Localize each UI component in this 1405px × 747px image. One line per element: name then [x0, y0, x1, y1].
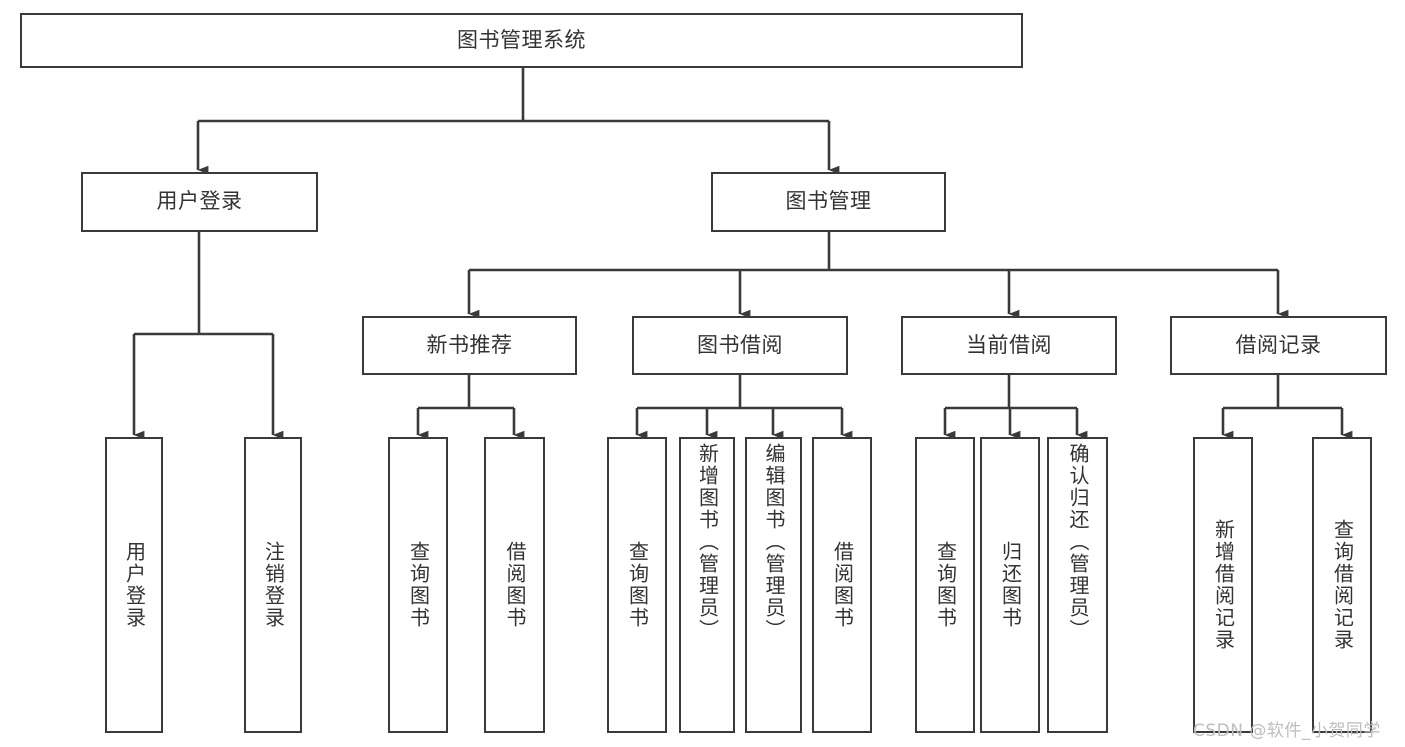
node-book-borrow[interactable]: 图书借阅: [632, 316, 848, 375]
node-leaf-borrow-book-2-label: 借阅图书: [830, 541, 855, 629]
node-book-manage[interactable]: 图书管理: [711, 172, 946, 232]
node-root[interactable]: 图书管理系统: [20, 13, 1023, 68]
node-book-borrow-label: 图书借阅: [697, 332, 783, 357]
node-leaf-user-login-label: 用户登录: [122, 541, 147, 629]
node-borrow-record-label: 借阅记录: [1235, 332, 1322, 357]
node-leaf-query-book-1-label: 查询图书: [406, 541, 431, 629]
node-leaf-return-book-label: 归还图书: [998, 541, 1023, 629]
node-leaf-confirm-return[interactable]: 确认归还（管理员）: [1047, 437, 1108, 733]
node-user-login[interactable]: 用户登录: [81, 172, 318, 232]
node-borrow-record[interactable]: 借阅记录: [1170, 316, 1387, 375]
node-leaf-add-record[interactable]: 新增借阅记录: [1193, 437, 1253, 733]
node-leaf-query-record-label: 查询借阅记录: [1330, 519, 1355, 651]
node-leaf-confirm-return-label: 确认归还（管理员）: [1066, 443, 1090, 641]
node-leaf-add-record-label: 新增借阅记录: [1211, 519, 1236, 651]
node-current-borrow[interactable]: 当前借阅: [901, 316, 1117, 375]
node-leaf-add-book-label: 新增图书（管理员）: [695, 443, 720, 641]
node-leaf-edit-book[interactable]: 编辑图书（管理员）: [745, 437, 802, 733]
node-leaf-user-login[interactable]: 用户登录: [105, 437, 163, 733]
watermark-text: CSDN @软件_小贺同学: [1193, 721, 1381, 741]
node-leaf-add-book[interactable]: 新增图书（管理员）: [679, 437, 735, 733]
node-leaf-logout-label: 注销登录: [261, 541, 286, 629]
node-leaf-borrow-book-1[interactable]: 借阅图书: [484, 437, 545, 733]
node-leaf-edit-book-label: 编辑图书（管理员）: [762, 443, 786, 641]
node-leaf-query-book-2[interactable]: 查询图书: [607, 437, 667, 733]
node-leaf-query-record[interactable]: 查询借阅记录: [1312, 437, 1372, 733]
node-book-manage-label: 图书管理: [785, 189, 872, 214]
node-current-borrow-label: 当前借阅: [966, 332, 1052, 357]
node-leaf-logout[interactable]: 注销登录: [244, 437, 302, 733]
node-leaf-borrow-book-1-label: 借阅图书: [503, 541, 527, 629]
node-leaf-query-book-1[interactable]: 查询图书: [388, 437, 448, 733]
node-leaf-borrow-book-2[interactable]: 借阅图书: [812, 437, 872, 733]
node-leaf-query-book-3[interactable]: 查询图书: [915, 437, 975, 733]
node-user-login-label: 用户登录: [156, 189, 243, 214]
node-leaf-return-book[interactable]: 归还图书: [980, 437, 1040, 733]
node-new-book-recommend[interactable]: 新书推荐: [362, 316, 577, 375]
node-leaf-query-book-3-label: 查询图书: [933, 541, 958, 629]
node-root-label: 图书管理系统: [457, 27, 586, 52]
node-new-book-recommend-label: 新书推荐: [426, 332, 513, 357]
node-leaf-query-book-2-label: 查询图书: [625, 541, 650, 629]
